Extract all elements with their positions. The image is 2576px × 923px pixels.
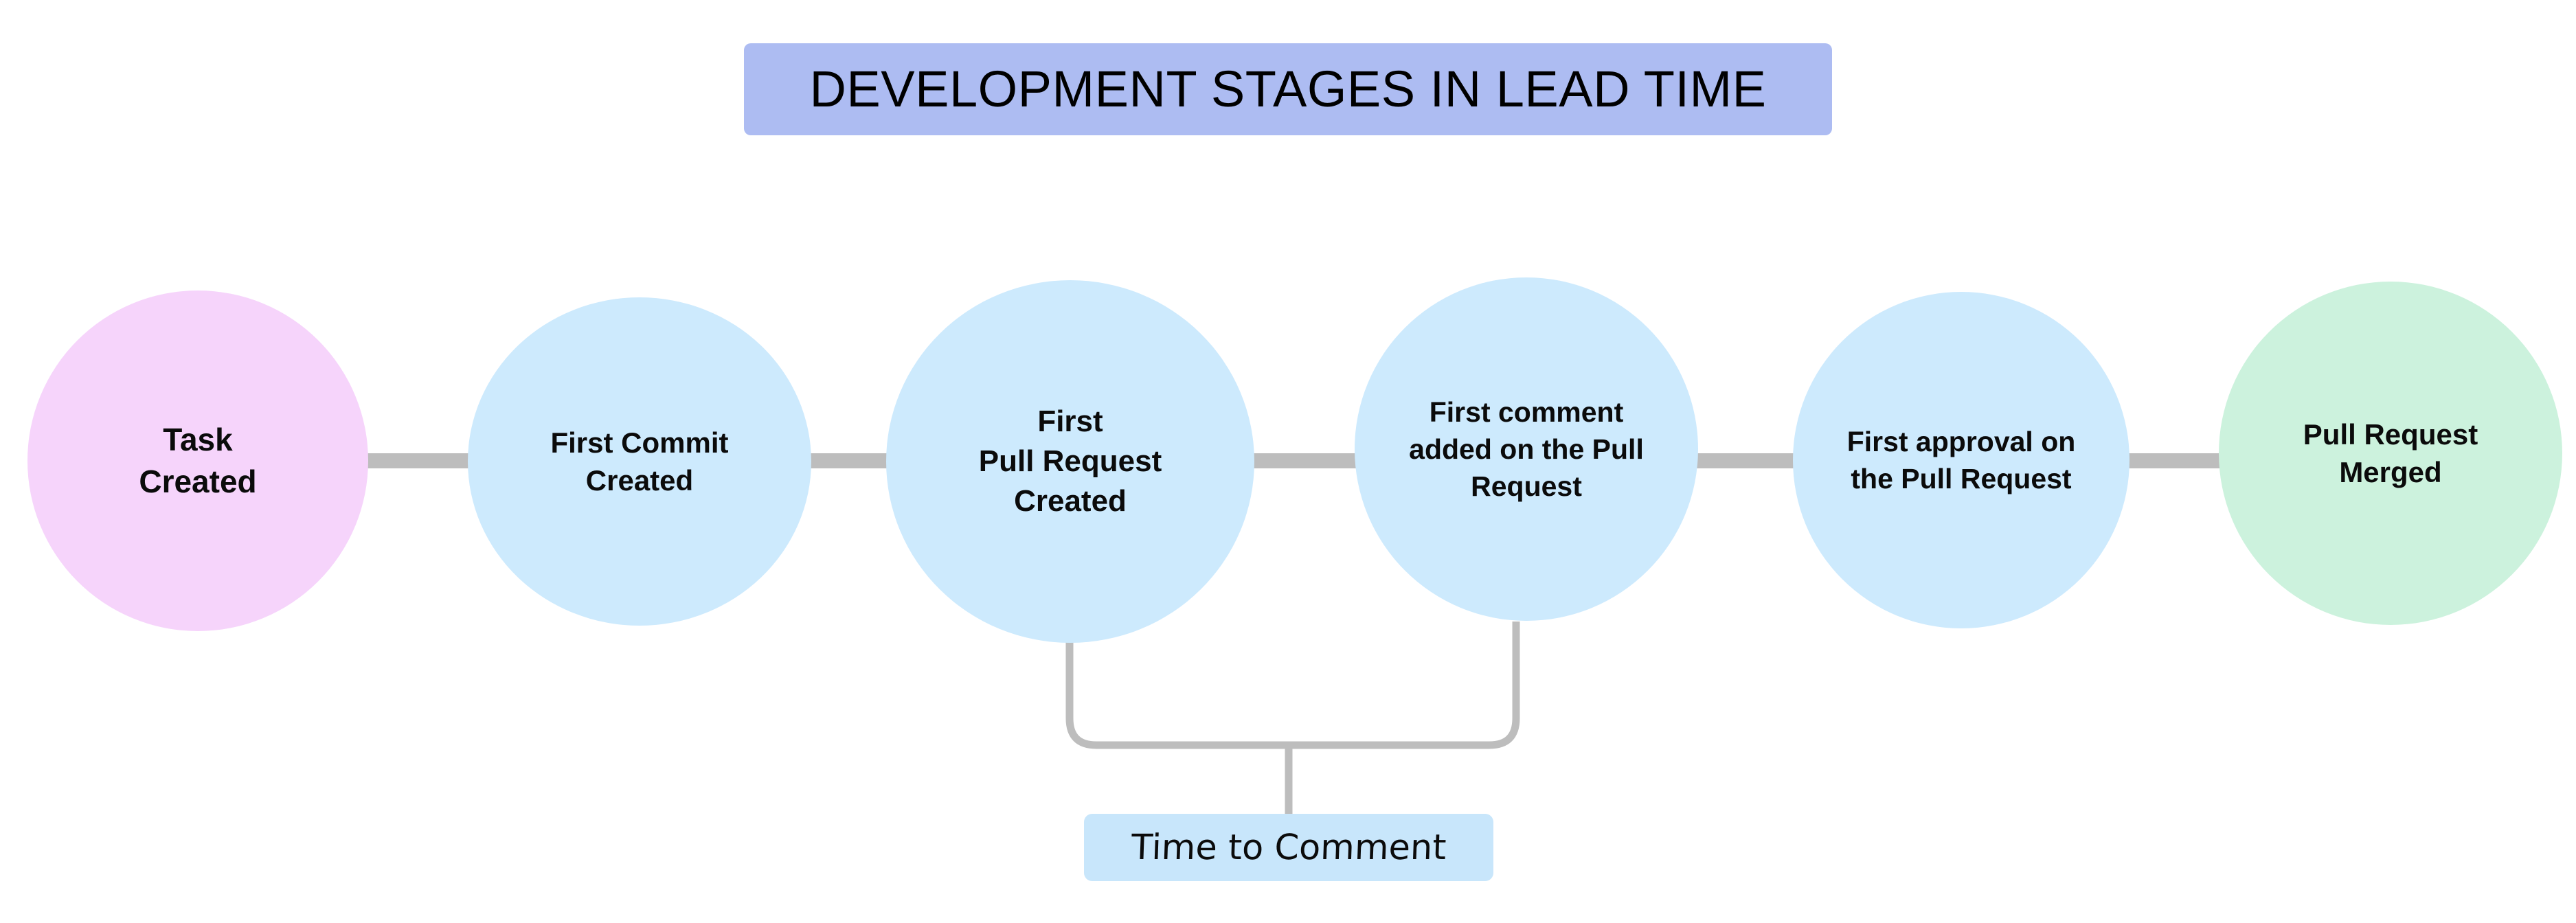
measure-label: Time to Comment [1130, 827, 1447, 868]
stage-node-first-approval[interactable]: First approval on the Pull Request [1793, 292, 2129, 628]
measure-box-time-to-comment[interactable]: Time to Comment [1084, 814, 1493, 881]
page-title: DEVELOPMENT STAGES IN LEAD TIME [809, 60, 1767, 117]
stage-node-first-commit[interactable]: First Commit Created [468, 297, 811, 626]
stage-node-first-pull-request[interactable]: First Pull Request Created [886, 280, 1254, 643]
stage-label: Pull Request Merged [2303, 418, 2478, 488]
stage-node-first-comment[interactable]: First comment added on the Pull Request [1355, 277, 1698, 621]
stage-label: First comment added on the Pull Request [1409, 396, 1644, 503]
stage-node-task-created[interactable]: Task Created [27, 290, 368, 631]
stage-node-pull-request-merged[interactable]: Pull Request Merged [2219, 282, 2562, 625]
stage-label: First Commit Created [550, 426, 729, 497]
diagram-title-banner: DEVELOPMENT STAGES IN LEAD TIME [744, 43, 1832, 135]
measure-bracket [1065, 622, 1520, 749]
stage-label: Task Created [139, 422, 257, 499]
stage-label: First approval on the Pull Request [1846, 425, 2076, 494]
stage-label: First Pull Request Created [978, 404, 1162, 519]
